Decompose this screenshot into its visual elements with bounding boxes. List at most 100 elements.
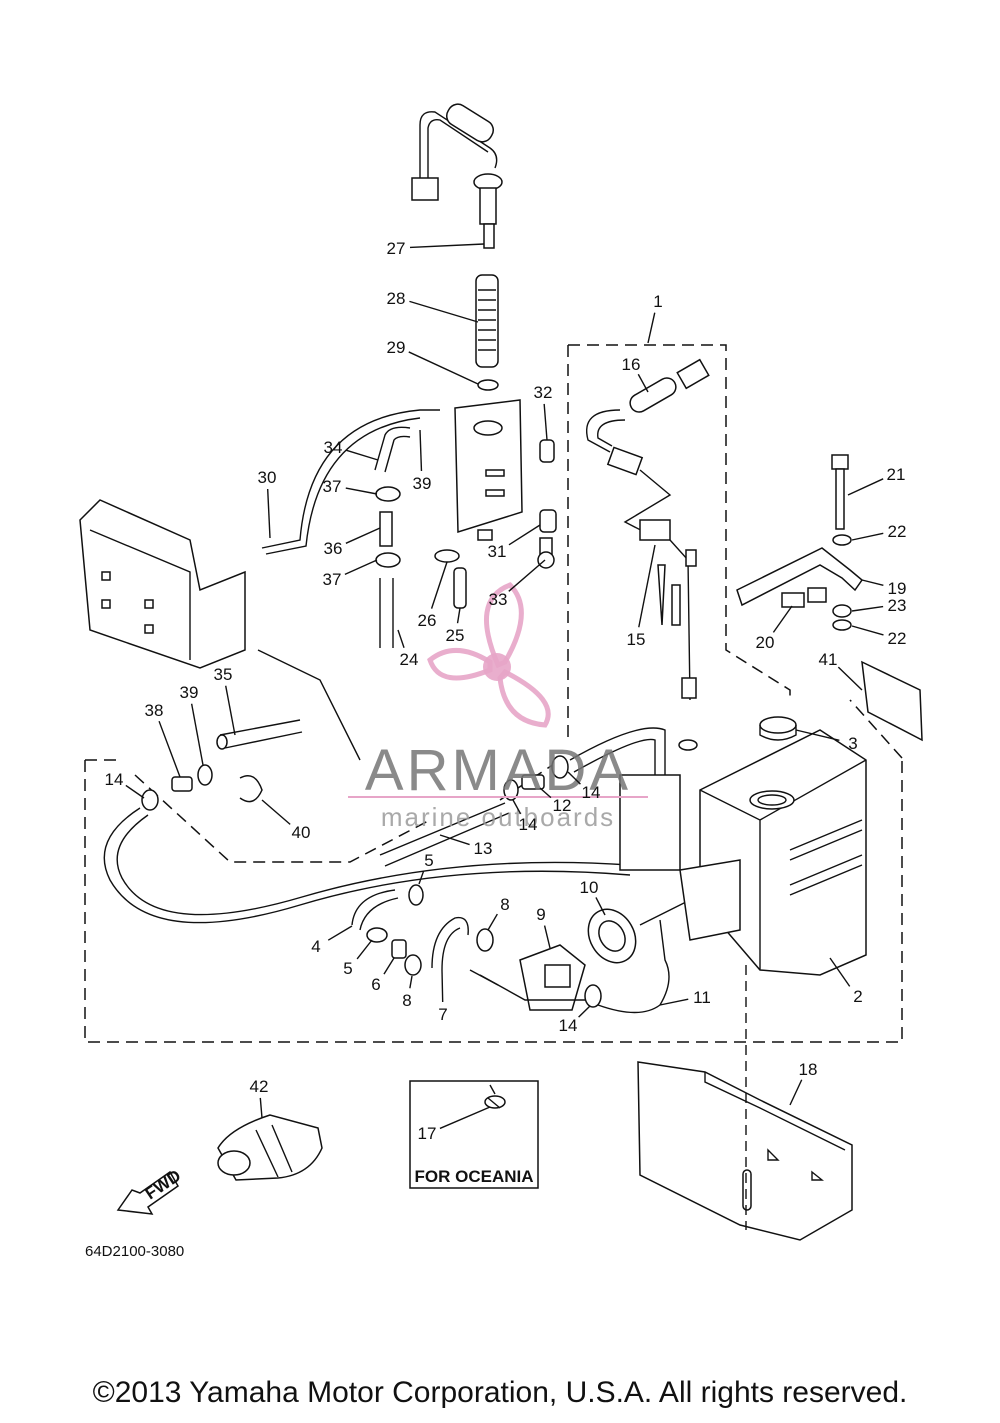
part-27-sender-cable [411, 103, 503, 249]
callout-2: 2 [853, 987, 862, 1006]
part-37-clip-upper [375, 486, 401, 502]
leader-line-8 [487, 913, 498, 931]
leader-line-14 [125, 784, 145, 799]
part-14-hose-left [103, 807, 631, 924]
leader-line-37 [344, 559, 378, 575]
callout-32: 32 [534, 383, 553, 402]
part-40-clamp [239, 775, 263, 803]
callout-10: 10 [580, 878, 599, 897]
part-42-cover [217, 1114, 323, 1181]
callout-15: 15 [627, 630, 646, 649]
part-22-washer-lower [832, 619, 852, 631]
callout-12: 12 [553, 796, 572, 815]
part-23-nut [832, 604, 852, 618]
part-14-clip-lower [584, 984, 602, 1008]
callout-36: 36 [324, 539, 343, 558]
part-35-hose [216, 719, 303, 750]
part-8-clip-lower [404, 954, 422, 976]
callout-41: 41 [819, 650, 838, 669]
part-19-strap [736, 547, 864, 608]
part-12-joint [521, 774, 545, 790]
leader-line-27 [409, 243, 485, 249]
part-14-clip-left [141, 789, 159, 811]
part-24-sub-tank [454, 399, 523, 541]
copyright-notice: ©2013 Yamaha Motor Corporation, U.S.A. A… [92, 1376, 908, 1409]
propeller-logo [427, 582, 551, 728]
fwd-arrow-label: FWD [142, 1166, 185, 1203]
part-2-oil-tank [619, 729, 867, 976]
leader-line-5 [356, 939, 373, 960]
callout-9: 9 [536, 905, 545, 924]
callout-33: 33 [489, 590, 508, 609]
part-9-fuel-pump [469, 944, 586, 1011]
callout-5: 5 [343, 959, 352, 978]
part-5-clip-lower [366, 927, 388, 943]
part-16-harness [586, 358, 710, 476]
part-26-clip [434, 549, 460, 563]
callout-7: 7 [438, 1005, 447, 1024]
part-4-hose [351, 889, 399, 931]
part-7-hose [431, 916, 469, 971]
callout-14: 14 [559, 1016, 578, 1035]
group-outline-main [84, 699, 903, 1043]
callout-29: 29 [387, 338, 406, 357]
leader-line-25 [456, 607, 461, 624]
callout-34: 34 [324, 438, 343, 457]
leader-line-20 [772, 605, 793, 633]
leader-line-42 [259, 1097, 263, 1119]
part-10-filter-cap [587, 908, 637, 964]
leader-line-18 [789, 1079, 803, 1106]
part-6-joint [391, 939, 407, 959]
callout-19: 19 [888, 579, 907, 598]
callout-14: 14 [519, 815, 538, 834]
part-13-hose [379, 802, 510, 867]
callout-35: 35 [214, 665, 233, 684]
leader-line-39 [419, 429, 423, 472]
leader-lines [125, 243, 884, 1130]
callout-22: 22 [888, 629, 907, 648]
part-28-filter [475, 274, 499, 368]
part-15-sensor [639, 519, 697, 701]
leader-line-24 [397, 629, 405, 649]
leader-line-14 [567, 771, 581, 785]
callout-24: 24 [400, 650, 419, 669]
callout-16: 16 [622, 355, 641, 374]
part-22-washer-upper [832, 534, 852, 546]
callout-37: 37 [323, 570, 342, 589]
leader-line-28 [409, 300, 479, 323]
part-41-label [861, 660, 923, 742]
part-39-clip-lower [197, 764, 213, 786]
callout-22: 22 [888, 522, 907, 541]
callout-18: 18 [799, 1060, 818, 1079]
fwd-arrow: FWD [116, 1166, 185, 1215]
callout-14: 14 [105, 770, 124, 789]
leader-line-26 [430, 561, 448, 609]
leader-line-14 [512, 799, 522, 815]
callout-27: 27 [387, 239, 406, 258]
callout-6: 6 [371, 975, 380, 994]
part-38-joint [171, 776, 193, 792]
callout-28: 28 [387, 289, 406, 308]
callout-11: 11 [693, 988, 711, 1007]
leader-line-37 [345, 487, 378, 495]
callout-39: 39 [413, 474, 432, 493]
callout-numbers: 1234556788910111213141414141516171819202… [105, 239, 907, 1143]
callout-14: 14 [582, 783, 601, 802]
callout-42: 42 [250, 1077, 269, 1096]
callout-39: 39 [180, 683, 199, 702]
leader-line-34 [346, 449, 379, 461]
part-8-clip-upper [476, 928, 494, 952]
callout-1: 1 [653, 292, 662, 311]
leader-line-41 [837, 666, 863, 691]
leader-line-17 [439, 1106, 491, 1130]
part-21-bolt [831, 454, 849, 530]
leader-line-38 [158, 720, 181, 778]
part-25-connector [453, 567, 467, 609]
leader-line-22 [851, 532, 884, 541]
leader-line-32 [543, 403, 548, 441]
leader-line-6 [383, 957, 395, 975]
leader-line-8 [409, 975, 413, 989]
callout-5: 5 [424, 851, 433, 870]
leader-line-7 [441, 969, 444, 1003]
leader-line-14 [578, 1005, 591, 1018]
